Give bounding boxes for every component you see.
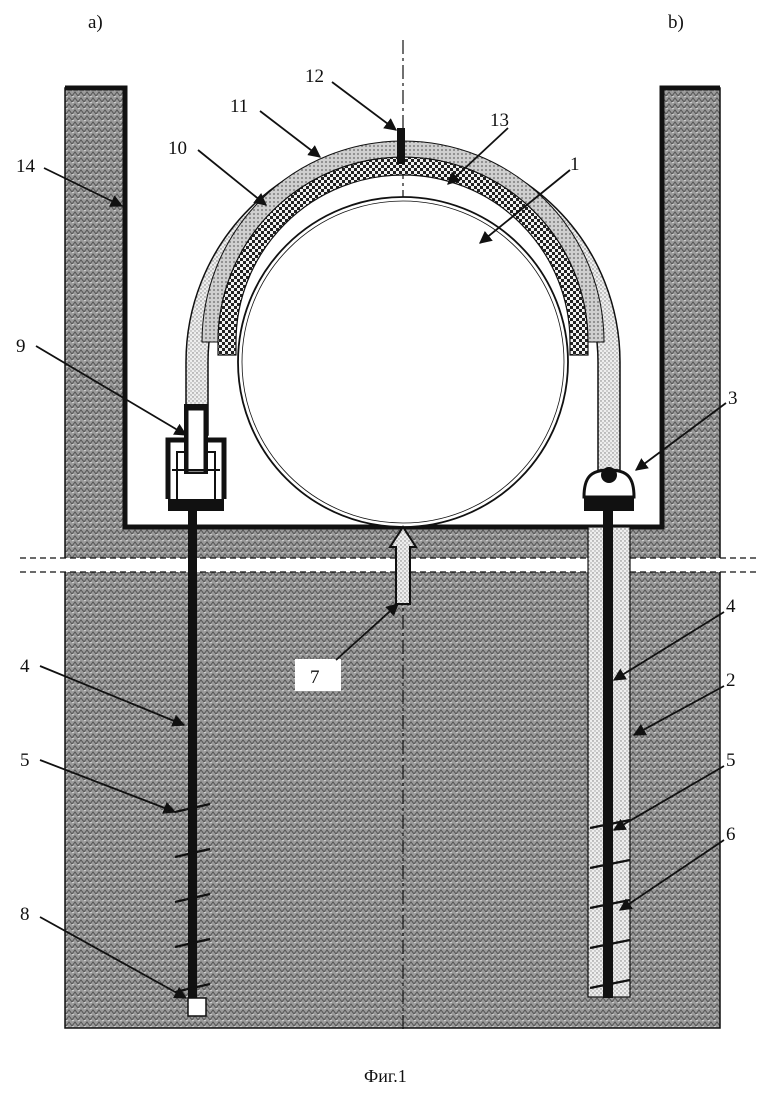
helical-blades-left — [174, 802, 211, 994]
variant-a-label: a) — [88, 12, 103, 33]
clevis-connector — [165, 404, 227, 499]
label-1: 1 — [570, 154, 580, 175]
anchor-head-right — [584, 497, 634, 511]
label-13: 13 — [490, 110, 509, 131]
figure-caption: Фиг.1 — [364, 1066, 407, 1086]
protective-liner — [217, 156, 589, 356]
shackle-connector — [582, 467, 636, 499]
label-4-right: 4 — [726, 596, 736, 617]
label-3: 3 — [728, 388, 738, 409]
anchor-head-left — [168, 499, 224, 511]
load-arrow — [388, 525, 418, 605]
label-9: 9 — [16, 336, 26, 357]
label-6: 6 — [726, 824, 736, 845]
label-7-box — [295, 659, 341, 691]
label-8: 8 — [20, 904, 30, 925]
label-11: 11 — [230, 96, 248, 117]
label-12: 12 — [305, 66, 324, 87]
label-7: 7 — [310, 667, 320, 688]
pipe-inner-wall — [241, 200, 565, 524]
label-5-right: 5 — [726, 750, 736, 771]
anchor-rod-right — [603, 508, 613, 998]
anchor-tip — [187, 997, 207, 1017]
pipe — [237, 196, 569, 528]
label-4-left: 4 — [20, 656, 30, 677]
label-2: 2 — [726, 670, 736, 691]
leader-lines — [35, 81, 727, 999]
label-14: 14 — [16, 156, 36, 177]
anchor-rod-left — [188, 508, 197, 1000]
break-band — [60, 558, 724, 572]
label-10: 10 — [168, 138, 187, 159]
label-5-left: 5 — [20, 750, 30, 771]
variant-b-label: b) — [668, 12, 684, 33]
top-fastener — [397, 128, 405, 164]
